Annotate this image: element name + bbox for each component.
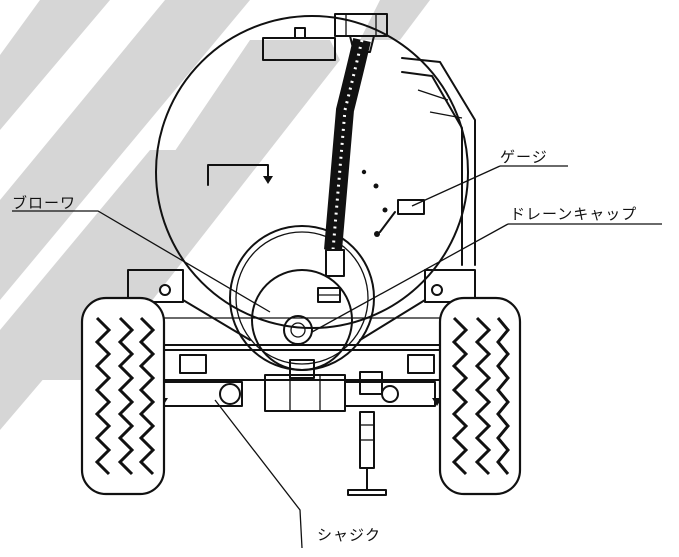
label-gauge: ゲージ (500, 148, 548, 166)
left-tire (80, 296, 166, 496)
label-chassis: シャジク (317, 526, 382, 544)
leader-lines (12, 165, 662, 549)
label-drain-cap: ドレーンキャップ (510, 205, 638, 223)
hatch-inner-ring (251, 269, 353, 371)
watermark-stripes (0, 0, 430, 430)
side-ladder (401, 57, 476, 266)
suction-hose (324, 35, 375, 277)
axle-assembly (149, 349, 471, 412)
top-valve (294, 27, 306, 39)
right-tire (438, 296, 522, 496)
label-blower: ブローワ (12, 194, 77, 212)
drain-cap (283, 315, 313, 345)
rear-hatch (229, 225, 375, 371)
top-fittings (262, 13, 388, 61)
gauge (373, 183, 425, 237)
jack-stand (347, 411, 387, 496)
tank-bracket (207, 164, 269, 186)
